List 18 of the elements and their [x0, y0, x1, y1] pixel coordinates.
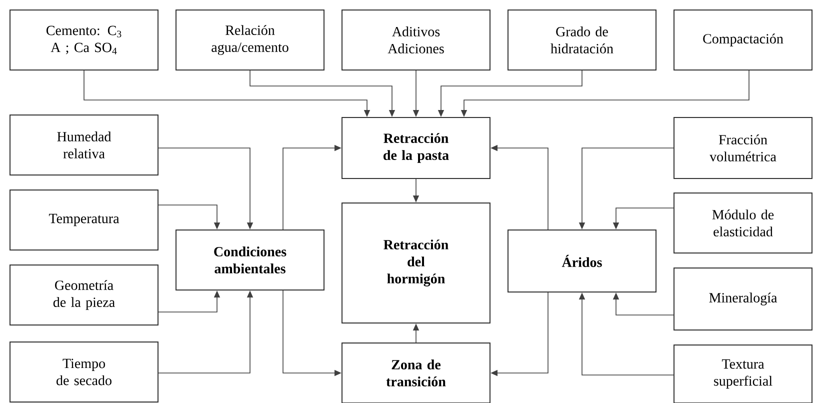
factor-box: Cemento: C$_{3}$ A ; Ca SO$_{4}$	[10, 10, 158, 70]
process-box: Zona de transición	[342, 342, 490, 403]
factor-box: Fracción volumétrica	[674, 117, 812, 179]
factor-box: Mineralogía	[674, 268, 812, 330]
process-box: Retracción del hormigón	[342, 202, 490, 324]
process-box: Retracción de la pasta	[342, 117, 490, 179]
factor-box: Aditivos Adiciones	[342, 10, 490, 70]
factor-box: Tiempo de secado	[10, 342, 158, 402]
factor-box: Humedad relativa	[10, 114, 158, 176]
factor-box: Textura superficial	[674, 344, 812, 403]
factor-box: Geometría de la pieza	[10, 264, 158, 326]
process-box: Áridos	[508, 230, 656, 292]
factor-box: Compactación	[674, 10, 812, 70]
factor-box: Módulo de elasticidad	[674, 192, 812, 254]
factor-box: Grado de hidratación	[508, 10, 656, 70]
factor-box: Temperatura	[10, 190, 158, 250]
factor-box: Relación agua/cemento	[176, 10, 324, 70]
process-box: Condiciones ambientales	[176, 230, 324, 290]
